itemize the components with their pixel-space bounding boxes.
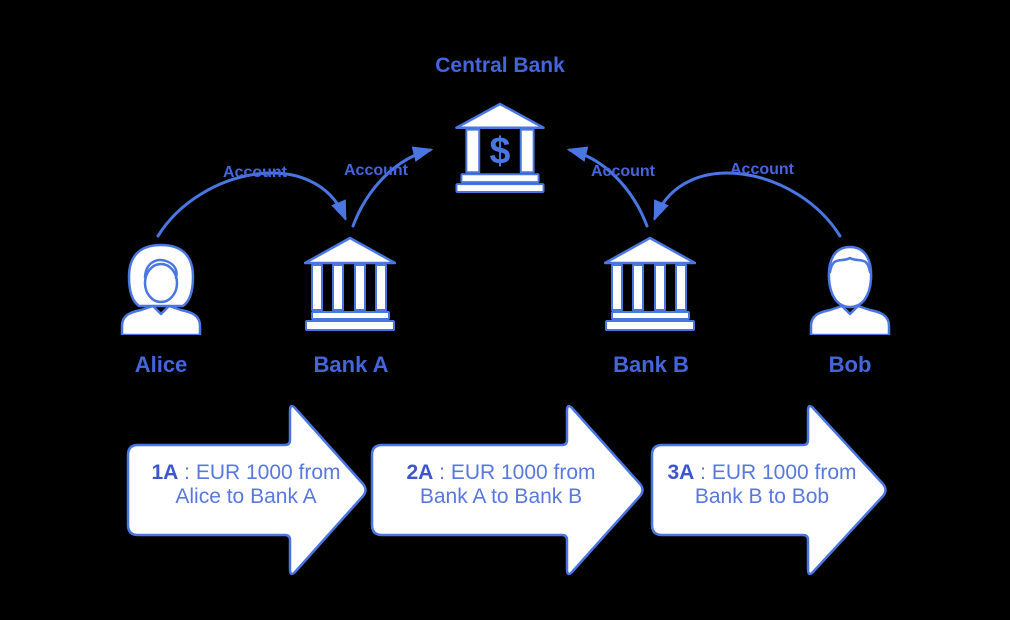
bank-column	[311, 264, 323, 311]
account-arc-bank-a-to-central-bank	[351, 146, 434, 228]
account-label-bank-a-central: Account	[344, 162, 408, 179]
bank-column	[465, 128, 481, 174]
flow-line-2: Bank B to Bob	[694, 485, 830, 508]
flow-arrow-1a	[126, 404, 367, 576]
bank-roof	[455, 102, 545, 129]
flow-line-2: Bank A to Bank B	[419, 485, 583, 508]
account-arc-bob-to-bank-b	[653, 171, 842, 238]
bank-column	[675, 264, 687, 311]
person-hair	[828, 256, 872, 274]
account-arc-bank-b-to-central-bank	[566, 146, 649, 228]
bank-step	[305, 320, 395, 331]
bob-label: Bob	[828, 352, 872, 377]
flow-arrow-2a	[370, 404, 644, 576]
bank-roof	[604, 236, 696, 265]
bank-column	[611, 264, 623, 311]
alice-icon	[120, 243, 202, 335]
flow-step-label: 1A	[151, 461, 179, 484]
flow-step-label: 3A	[667, 461, 695, 484]
bank-b-label: Bank B	[613, 352, 689, 377]
flow-line-2: Alice to Bank A	[175, 485, 317, 508]
flow-line-1: 1A : EUR 1000 from	[128, 461, 364, 485]
account-label-bob-bank-b: Account	[730, 161, 794, 178]
person-shoulders	[120, 304, 202, 335]
bank-a-icon	[304, 236, 396, 331]
flow-step-label: 2A	[406, 461, 434, 484]
person-face	[143, 262, 179, 304]
bob-icon	[809, 245, 891, 335]
bank-step	[455, 183, 545, 193]
bank-step	[311, 311, 390, 320]
flow-line-1-rest: : EUR 1000 from	[433, 461, 596, 484]
flow-line-1: 3A : EUR 1000 from	[651, 461, 873, 485]
flow-text-3a: 3A : EUR 1000 from Bank B to Bob	[651, 461, 873, 509]
bank-a-label: Bank A	[313, 352, 389, 377]
person-face	[827, 245, 873, 309]
alice-label: Alice	[134, 352, 188, 377]
bank-roof	[304, 236, 396, 265]
dollar-icon: $	[490, 129, 511, 171]
account-label-alice-bank-a: Account	[223, 164, 287, 181]
flow-arrow-3a	[650, 404, 887, 576]
bank-step	[605, 320, 695, 331]
person-shoulders	[809, 304, 891, 335]
bank-column	[332, 264, 344, 311]
bank-b-icon	[604, 236, 696, 331]
flow-text-1a: 1A : EUR 1000 from Alice to Bank A	[128, 461, 364, 509]
bank-column	[654, 264, 666, 311]
account-arc-alice-to-bank-a	[156, 171, 347, 238]
central-bank-label: Central Bank	[435, 54, 565, 77]
bank-step	[611, 311, 690, 320]
flow-line-1: 2A : EUR 1000 from	[374, 461, 628, 485]
account-label-bank-b-central: Account	[591, 163, 655, 180]
bank-column	[354, 264, 366, 311]
person-fringe	[143, 258, 178, 280]
flow-line-1-rest: : EUR 1000 from	[178, 461, 341, 484]
bank-step	[460, 173, 540, 184]
flow-line-1-rest: : EUR 1000 from	[694, 461, 857, 484]
flow-text-2a: 2A : EUR 1000 from Bank A to Bank B	[374, 461, 628, 509]
bank-column	[375, 264, 387, 311]
central-bank-icon: $	[455, 102, 545, 193]
bank-column	[519, 128, 535, 174]
bank-column	[632, 264, 644, 311]
